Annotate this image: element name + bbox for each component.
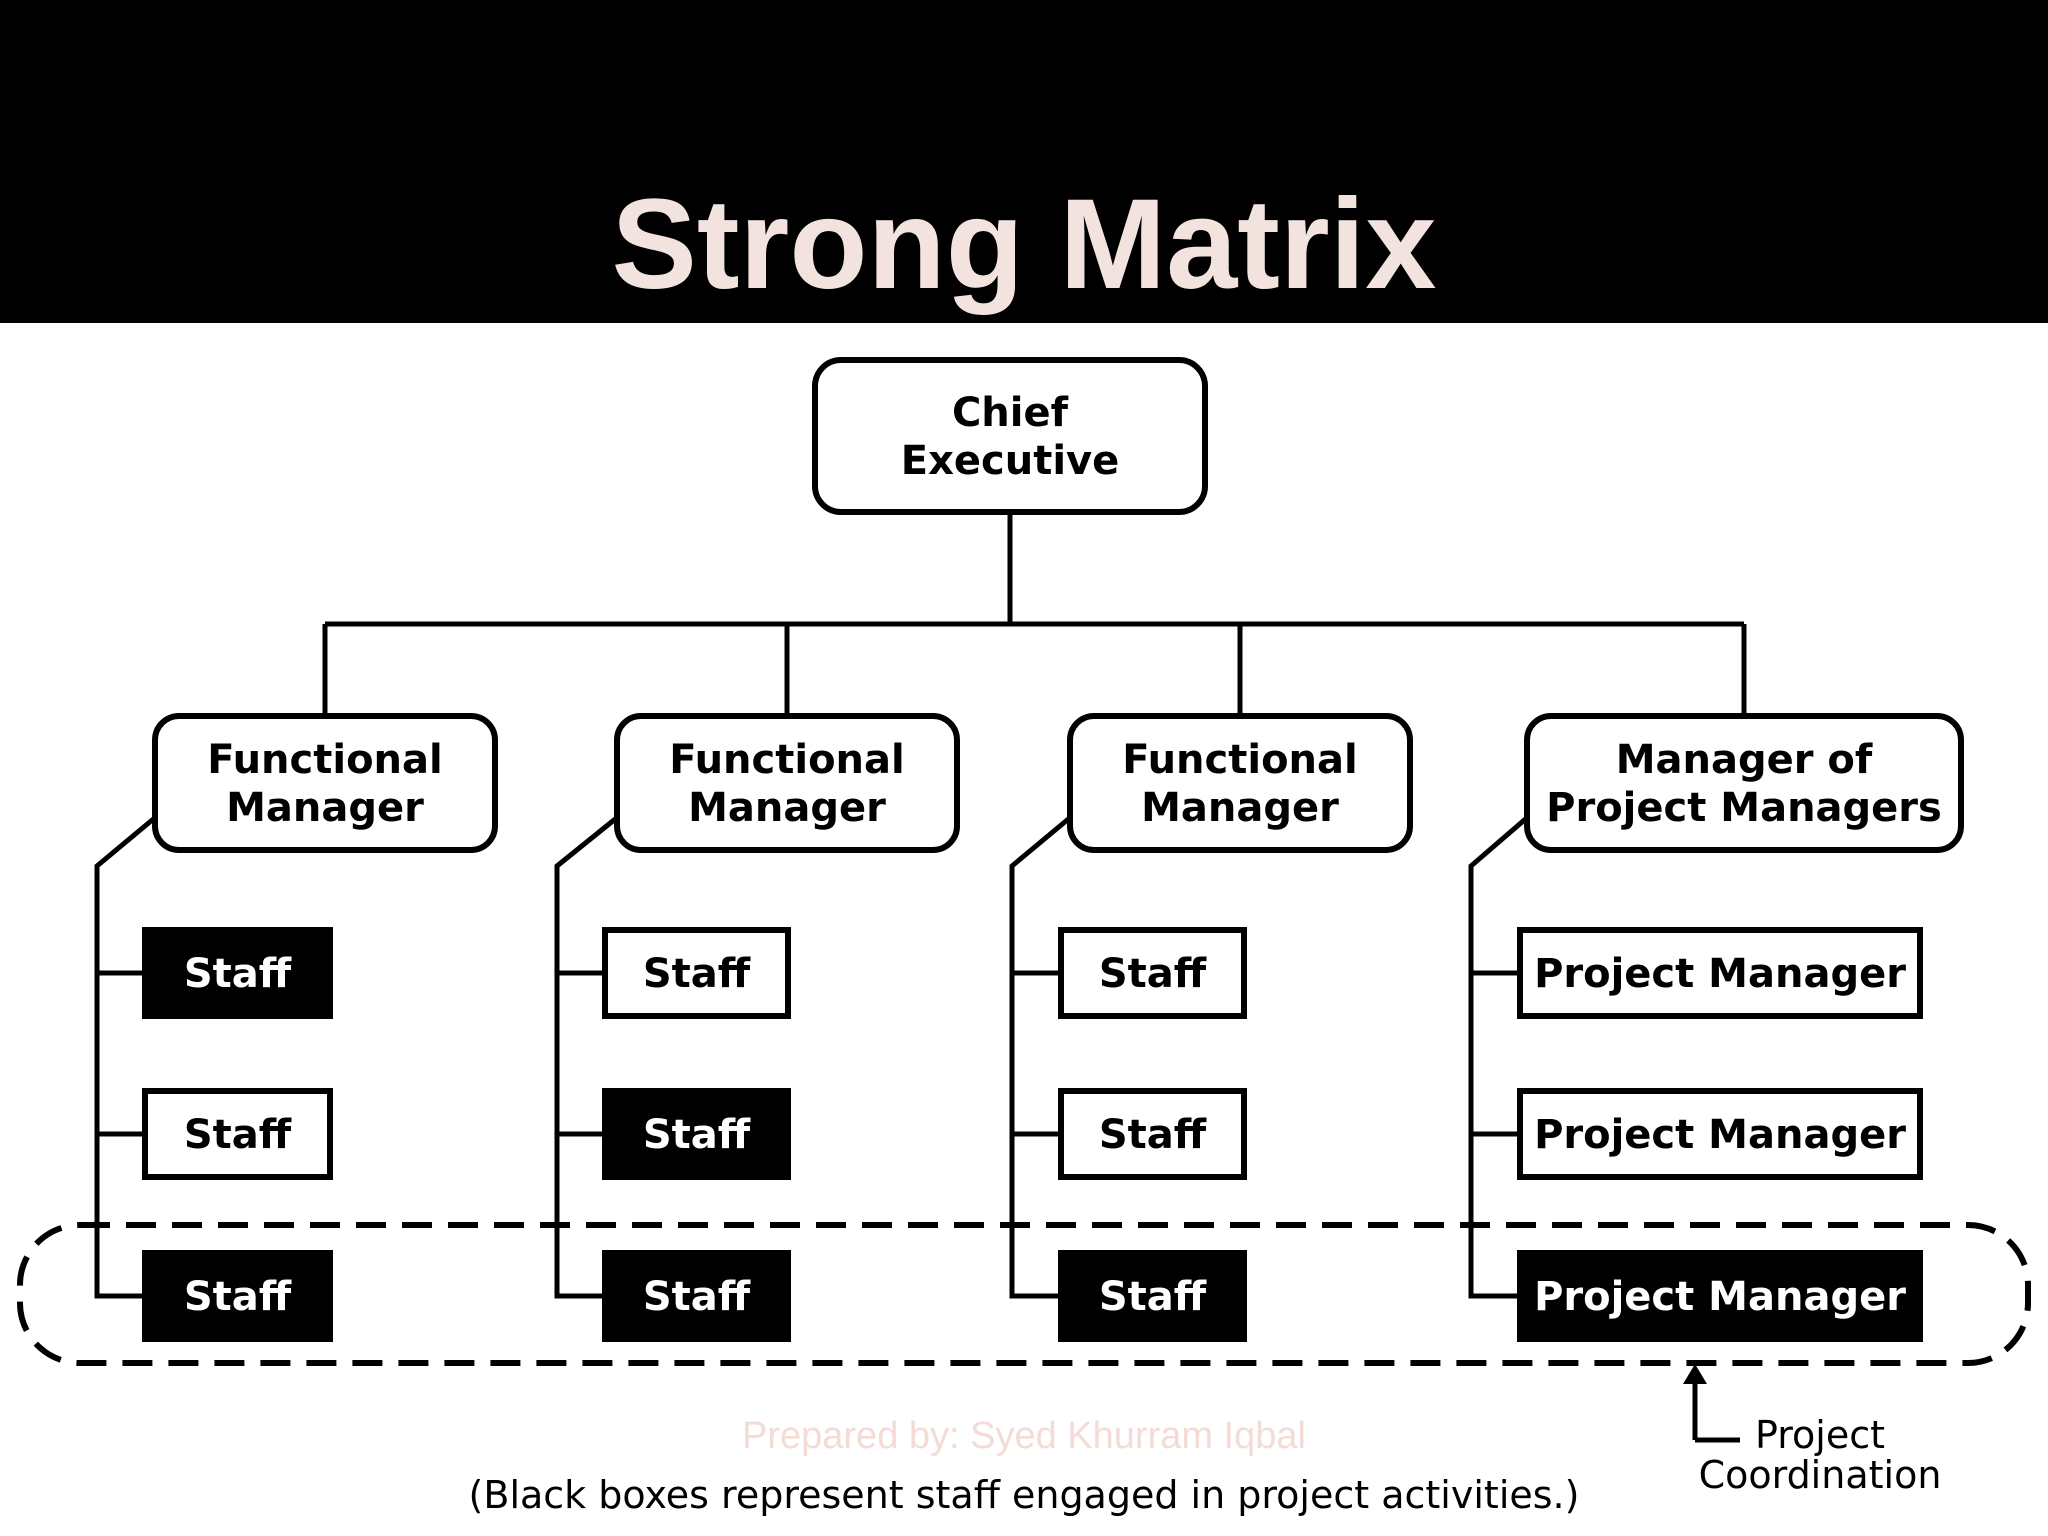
- functional-manager-label: Functional: [1122, 737, 1358, 783]
- staff-label: Staff: [184, 1112, 292, 1158]
- functional-column-3-spine-line: [1009, 814, 1074, 1299]
- chief-executive-label: Executive: [901, 438, 1119, 484]
- project-manager-label: Project Manager: [1534, 951, 1906, 997]
- staff-box-engaged: [142, 1250, 333, 1342]
- functional-manager-box: [152, 713, 498, 853]
- staff-box: [1058, 1088, 1247, 1180]
- functional-manager-label: Manager: [226, 785, 424, 831]
- staff-box: [602, 927, 791, 1019]
- staff-label: Staff: [643, 1274, 751, 1320]
- chief-executive-box: [812, 357, 1208, 515]
- staff-label: Staff: [1099, 1274, 1207, 1320]
- project-manager-box-engaged: [1517, 1250, 1923, 1342]
- project-coordination-label: Coordination: [1699, 1453, 1942, 1497]
- functional-column-1-spine-line: [94, 814, 159, 1299]
- title-bar: [0, 0, 2048, 323]
- manager-of-project-managers-label: Project Managers: [1546, 785, 1942, 831]
- pm-column-spine-line: [1468, 814, 1531, 1299]
- project-manager-label: Project Manager: [1534, 1112, 1906, 1158]
- functional-manager-box: [1067, 713, 1413, 853]
- org-boxes: ChiefExecutiveFunctionalManagerStaffStaf…: [142, 357, 1964, 1342]
- staff-label: Staff: [643, 951, 751, 997]
- project-manager-box: [1517, 1088, 1923, 1180]
- chief-executive-label: Chief: [952, 390, 1069, 436]
- staff-box-engaged: [1058, 1250, 1247, 1342]
- staff-label: Staff: [1099, 1112, 1207, 1158]
- staff-box: [1058, 927, 1247, 1019]
- connector-lines: [94, 512, 1747, 1443]
- staff-box-engaged: [142, 927, 333, 1019]
- staff-label: Staff: [184, 1274, 292, 1320]
- staff-label: Staff: [184, 951, 292, 997]
- manager-of-project-managers-label: Manager of: [1616, 737, 1873, 783]
- functional-manager-label: Functional: [207, 737, 443, 783]
- project-coordination-label: Project: [1755, 1413, 1885, 1457]
- functional-column-2-spine-line: [554, 814, 621, 1299]
- project-manager-box: [1517, 927, 1923, 1019]
- slide-title: Strong Matrix: [611, 173, 1437, 316]
- project-manager-label: Project Manager: [1534, 1274, 1906, 1320]
- functional-manager-label: Functional: [669, 737, 905, 783]
- staff-box-engaged: [602, 1088, 791, 1180]
- functional-manager-label: Manager: [688, 785, 886, 831]
- staff-label: Staff: [643, 1112, 751, 1158]
- functional-manager-box: [614, 713, 960, 853]
- callout-arrow-head: [1683, 1364, 1707, 1384]
- project-coordination-outline: [17, 1222, 2031, 1366]
- credit-watermark: Prepared by: Syed Khurram Iqbal: [742, 1415, 1306, 1457]
- staff-box: [142, 1088, 333, 1180]
- staff-box-engaged: [602, 1250, 791, 1342]
- manager-of-project-managers-box: [1524, 713, 1964, 853]
- functional-manager-label: Manager: [1141, 785, 1339, 831]
- staff-label: Staff: [1099, 951, 1207, 997]
- diagram-caption: (Black boxes represent staff engaged in …: [469, 1473, 1580, 1517]
